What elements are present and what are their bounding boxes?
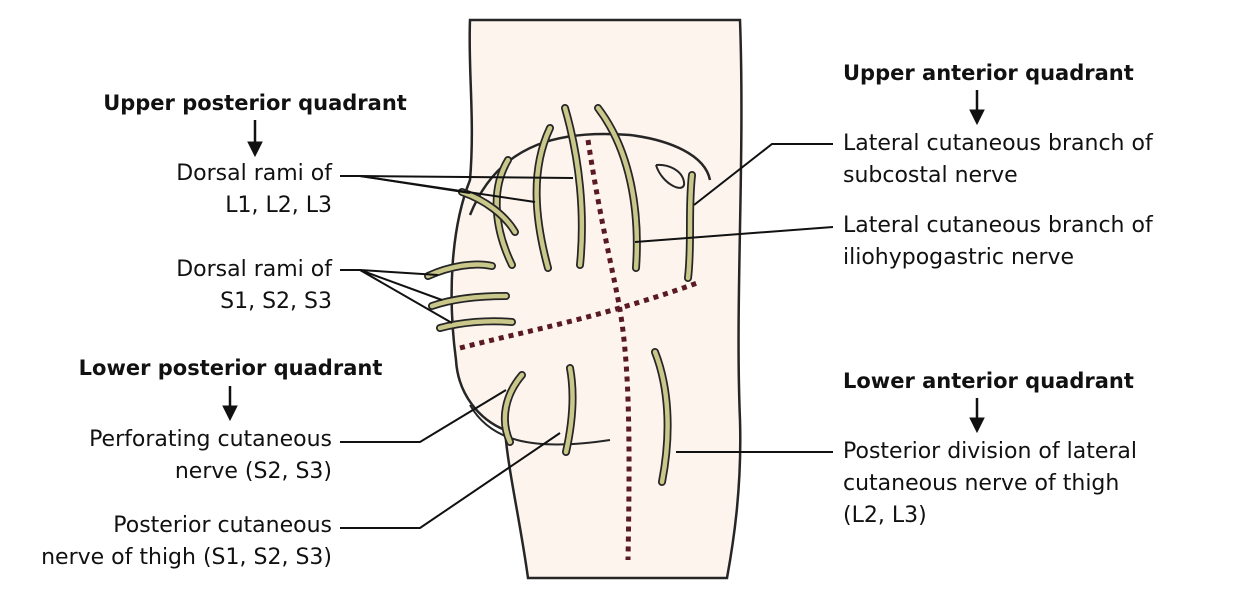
leader-dorsal-sacral-1 — [340, 269, 439, 276]
label-line: Lateral cutaneous branch of — [843, 131, 1153, 156]
label-perforating-cutaneous: Perforating cutaneous nerve (S2, S3) — [89, 424, 332, 488]
label-dorsal-rami-sacral: Dorsal rami of S1, S2, S3 — [176, 254, 332, 318]
label-line: Dorsal rami of — [176, 257, 332, 282]
label-line: Dorsal rami of — [176, 161, 332, 186]
label-line: iliohypogastric nerve — [843, 245, 1075, 270]
gluteal-fold — [469, 404, 611, 446]
heading-upper-posterior: Upper posterior quadrant — [103, 91, 407, 115]
label-line: Perforating cutaneous — [89, 427, 332, 452]
label-line: Posterior division of lateral — [843, 439, 1137, 464]
leader-posterior-thigh — [340, 432, 561, 529]
heading-upper-anterior: Upper anterior quadrant — [843, 61, 1134, 85]
label-line: nerve of thigh (S1, S2, S3) — [41, 545, 332, 570]
label-line: S1, S2, S3 — [220, 289, 332, 314]
nerve-lateral-thigh — [652, 349, 670, 485]
label-dorsal-rami-lumbar: Dorsal rami of L1, L2, L3 — [176, 158, 332, 222]
label-line: Lateral cutaneous branch of — [843, 213, 1153, 238]
heading-lower-anterior: Lower anterior quadrant — [843, 369, 1134, 393]
leader-dorsal-lumbar-3 — [359, 175, 574, 179]
leader-dorsal-sacral-3 — [359, 269, 453, 324]
down-arrow-icon — [969, 90, 985, 126]
nerve-dorsal-sacral-3 — [437, 319, 515, 331]
leader-dorsal-lumbar-2 — [359, 175, 536, 203]
label-line: nerve (S2, S3) — [174, 459, 332, 484]
label-posterior-cutaneous-thigh: Posterior cutaneous nerve of thigh (S1, … — [41, 510, 332, 574]
label-iliohypogastric: Lateral cutaneous branch of iliohypogast… — [843, 210, 1153, 274]
label-subcostal: Lateral cutaneous branch of subcostal ne… — [843, 128, 1153, 192]
leader-subcostal — [693, 143, 833, 206]
nerve-dorsal-lumbar-3 — [562, 105, 585, 268]
label-line: (L2, L3) — [843, 503, 927, 528]
nerve-upper-anterior-2 — [685, 172, 695, 281]
down-arrow-icon — [247, 120, 263, 158]
nerve-perforating — [502, 372, 525, 445]
label-lateral-cutaneous-thigh: Posterior division of lateral cutaneous … — [843, 436, 1137, 532]
iliac-crest-curl — [655, 163, 686, 189]
label-line: cutaneous nerve of thigh — [843, 471, 1120, 496]
quadrant-line-horizontal — [459, 279, 701, 351]
leader-dorsal-sacral-2 — [359, 269, 443, 301]
leader-iliohypogastric — [634, 226, 834, 243]
nerve-dorsal-lumbar-1b — [459, 189, 518, 235]
nerve-posterior-thigh — [563, 365, 575, 455]
label-line: L1, L2, L3 — [225, 193, 332, 218]
leader-perforating — [340, 389, 507, 443]
label-line: Posterior cutaneous — [113, 513, 332, 538]
nerve-dorsal-sacral-2 — [429, 293, 509, 309]
heading-lower-posterior: Lower posterior quadrant — [78, 356, 383, 380]
nerve-dorsal-sacral-1 — [425, 262, 495, 279]
nerve-dorsal-lumbar-2 — [534, 125, 553, 271]
nerve-upper-anterior-1 — [595, 105, 640, 271]
label-line: subcostal nerve — [843, 163, 1018, 188]
down-arrow-icon — [969, 398, 985, 434]
nerve-group — [424, 104, 696, 486]
down-arrow-icon — [222, 386, 238, 422]
